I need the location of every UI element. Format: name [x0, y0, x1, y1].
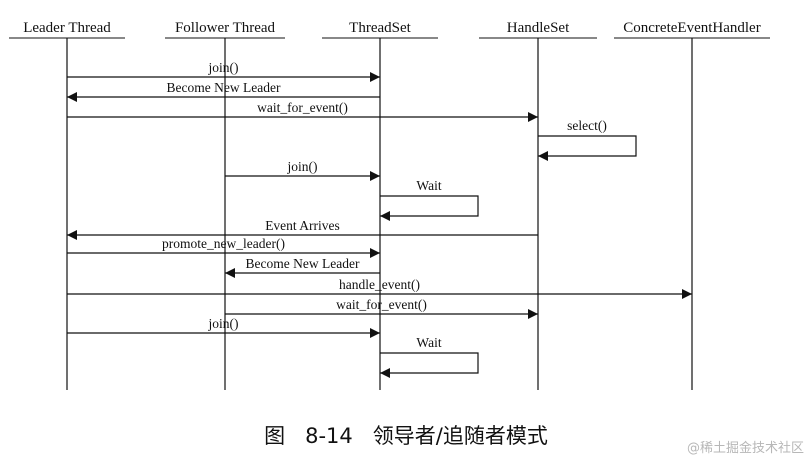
message-8: Become New Leader	[225, 256, 380, 278]
participant-label-handleset: HandleSet	[507, 20, 570, 36]
message-1: Become New Leader	[67, 80, 380, 102]
participant-label-leader: Leader Thread	[23, 20, 111, 36]
message-5: Wait	[380, 178, 479, 221]
message-label: promote_new_leader()	[162, 236, 285, 251]
participant-label-follower: Follower Thread	[175, 20, 276, 36]
message-label: join()	[287, 159, 318, 174]
message-label: Event Arrives	[265, 218, 340, 233]
message-label: select()	[567, 118, 607, 133]
message-label: Wait	[416, 335, 441, 350]
message-label: handle_event()	[339, 277, 420, 292]
message-label: join()	[208, 316, 239, 331]
message-11: join()	[67, 316, 380, 338]
message-3: select()	[538, 118, 637, 161]
watermark: @稀土掘金技术社区	[686, 441, 804, 456]
message-12: Wait	[380, 335, 479, 378]
participant-label-threadset: ThreadSet	[349, 20, 411, 36]
message-6: Event Arrives	[67, 218, 538, 240]
self-message-arrow	[380, 352, 479, 378]
figure-caption: 图 8-14 领导者/追随者模式	[264, 424, 548, 448]
message-7: promote_new_leader()	[67, 236, 380, 258]
message-label: wait_for_event()	[336, 297, 427, 312]
participant-label-handler: ConcreteEventHandler	[623, 20, 760, 36]
message-label: Wait	[416, 178, 441, 193]
self-message-arrow	[380, 195, 479, 221]
message-label: wait_for_event()	[257, 100, 348, 115]
message-10: wait_for_event()	[225, 297, 538, 319]
self-message-arrow	[538, 135, 637, 161]
message-label: Become New Leader	[167, 80, 281, 95]
message-label: Become New Leader	[246, 256, 360, 271]
message-4: join()	[225, 159, 380, 181]
message-label: join()	[208, 60, 239, 75]
message-9: handle_event()	[67, 277, 692, 299]
message-2: wait_for_event()	[67, 100, 538, 122]
message-0: join()	[67, 60, 380, 82]
